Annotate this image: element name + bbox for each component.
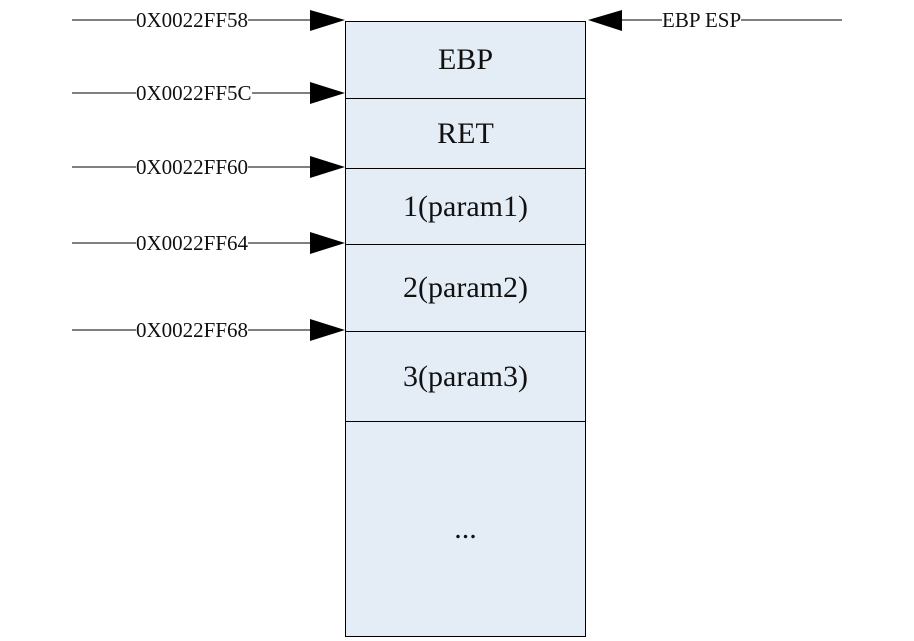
stack-cell-param1: 1(param1) <box>346 169 585 245</box>
stack-cell-label: 1(param1) <box>403 189 528 223</box>
stack-cell-label: 3(param3) <box>403 359 528 393</box>
address-label: 0X0022FF5C <box>136 81 252 105</box>
stack-cell-label: EBP <box>437 43 494 76</box>
address-arrow-3 <box>310 232 345 254</box>
register-pointer-label: EBP ESP <box>662 8 742 32</box>
stack-cell-ellipsis: ... <box>346 422 585 636</box>
address-arrow-1 <box>310 82 345 104</box>
address-arrow-4 <box>310 319 345 341</box>
stack-cell-label: ... <box>454 512 477 545</box>
address-label: 0X0022FF60 <box>136 155 249 179</box>
stack-cell-label: RET <box>437 116 494 150</box>
stack-cell-param2: 2(param2) <box>346 245 585 332</box>
address-label: 0X0022FF58 <box>136 8 249 32</box>
register-pointer-arrow <box>588 10 622 31</box>
address-arrow-0 <box>310 10 345 31</box>
stack-cell-param3: 3(param3) <box>346 332 585 422</box>
stack-cell-ret: RET <box>346 99 585 169</box>
stack-block: EBP RET 1(param1) 2(param2) 3(param3) ..… <box>345 21 586 637</box>
address-arrow-2 <box>310 156 345 178</box>
address-label: 0X0022FF64 <box>136 231 249 255</box>
stack-cell-ebp: EBP <box>346 22 585 99</box>
stack-cell-label: 2(param2) <box>403 271 528 304</box>
address-label: 0X0022FF68 <box>136 318 249 342</box>
